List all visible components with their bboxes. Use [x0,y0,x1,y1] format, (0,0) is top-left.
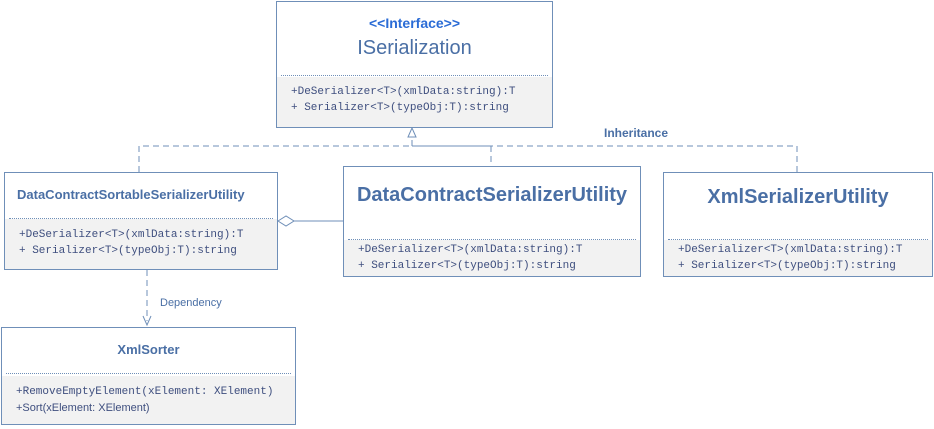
class-operations: +RemoveEmptyElement(xElement: XElement) … [2,376,295,424]
operation: + Serializer<T>(typeObj:T):string [358,260,576,272]
separator [348,239,636,240]
class-operations: +DeSerializer<T>(xmlData:string):T + Ser… [5,219,277,269]
separator [6,373,291,374]
class-operations: +DeSerializer<T>(xmlData:string):T + Ser… [664,240,932,276]
operation: + Serializer<T>(typeObj:T):string [19,245,237,257]
operation: + Serializer<T>(typeObj:T):string [678,260,896,272]
class-name: XmlSerializerUtility [707,185,889,208]
inheritance-line-xml [412,145,798,172]
interface-stereotype: <<Interface>> [368,14,461,31]
operation: +DeSerializer<T>(xmlData:string):T [358,244,583,256]
interface-name: ISerialization [357,36,472,59]
inheritance-label: Inheritance [604,126,669,140]
separator [9,218,273,219]
operation: +DeSerializer<T>(xmlData:string):T [291,86,516,98]
interface-operations: +DeSerializer<T>(xmlData:string):T + Ser… [277,77,552,127]
operation: + Serializer<T>(typeObj:T):string [291,102,509,114]
separator [281,75,548,76]
class-operations: +DeSerializer<T>(xmlData:string):T + Ser… [344,240,640,276]
operation: +RemoveEmptyElement(xElement: XElement) [16,386,274,398]
interface-iserialization[interactable]: <<Interface>> ISerialization +DeSerializ… [276,1,553,128]
inheritance-line-sortable [138,145,412,172]
aggregation-diamond [277,215,295,227]
dependency-arrowhead [142,315,152,327]
class-name: DataContractSerializerUtility [356,183,628,206]
operation: +DeSerializer<T>(xmlData:string):T [19,229,244,241]
dependency-label: Dependency [160,297,222,309]
inheritance-arrowhead [407,126,417,138]
class-name: DataContractSortableSerializerUtility [17,186,245,202]
class-datacontract-sortable-serializer-utility[interactable]: DataContractSortableSerializerUtility +D… [4,172,278,270]
class-xml-serializer-utility[interactable]: XmlSerializerUtility +DeSerializer<T>(xm… [663,172,933,277]
class-xml-sorter[interactable]: XmlSorter +RemoveEmptyElement(xElement: … [1,327,296,425]
separator [668,239,928,240]
class-name: XmlSorter [117,341,180,357]
operation: +Sort(xElement: XElement) [16,402,150,414]
operation: +DeSerializer<T>(xmlData:string):T [678,244,903,256]
class-datacontract-serializer-utility[interactable]: DataContractSerializerUtility +DeSeriali… [343,166,641,277]
